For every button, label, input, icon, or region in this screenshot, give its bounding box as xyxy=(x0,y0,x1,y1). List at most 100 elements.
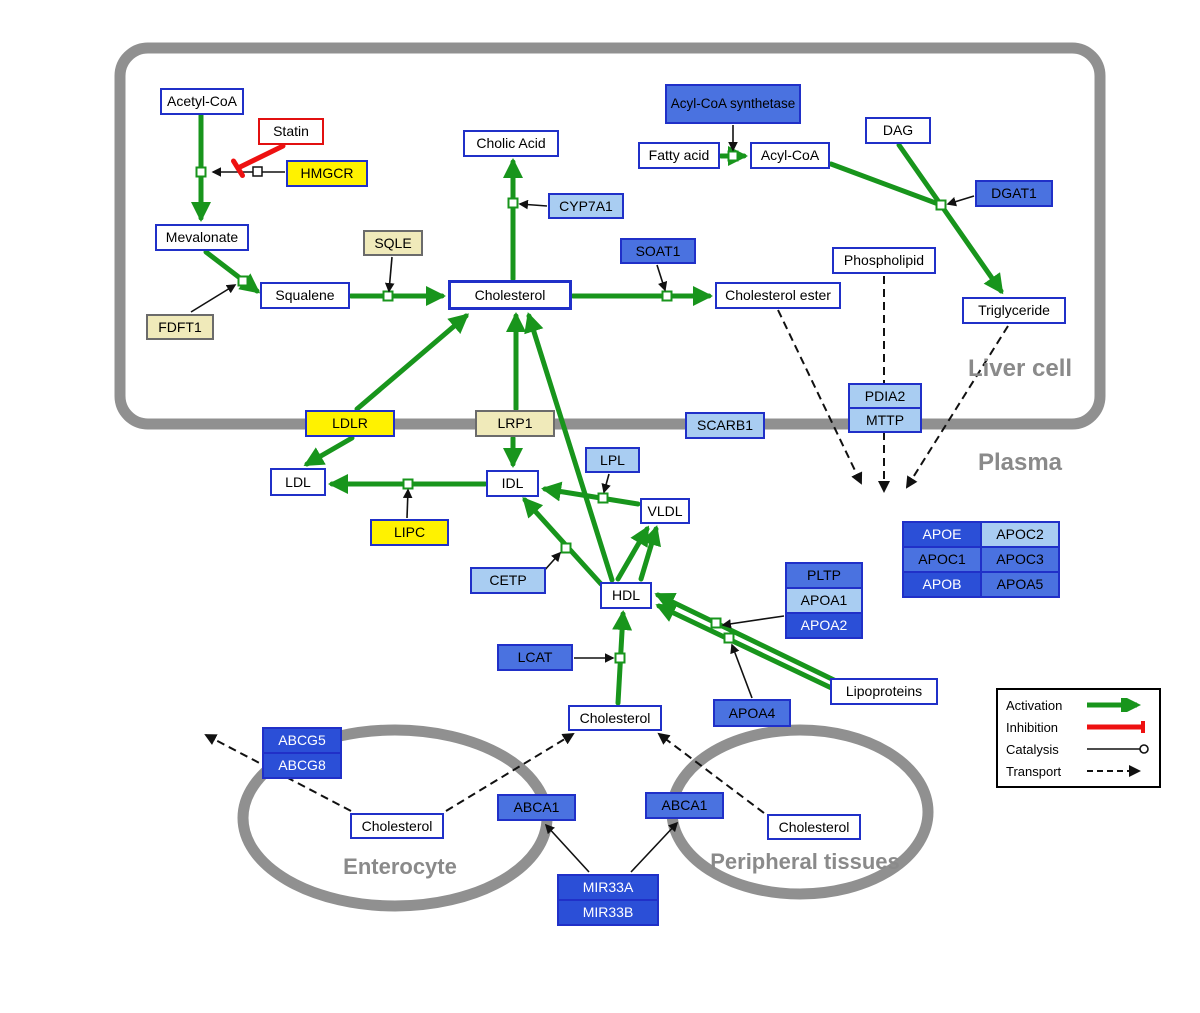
edge-hdl-vldl-1 xyxy=(638,525,661,582)
edge-catalysis-dgat1 xyxy=(946,195,975,207)
edge-catalysis-sqle xyxy=(384,256,395,293)
reaction-node xyxy=(237,275,249,287)
node-cetp[interactable]: CETP xyxy=(470,567,546,594)
reaction-node xyxy=(935,199,947,211)
legend-inhibition-label: Inhibition xyxy=(1006,719,1059,735)
edge-transport-cholesterolester xyxy=(777,309,863,485)
edge-lipoproteins-hdl-1 xyxy=(654,592,839,684)
edge-catalysis-fdft1 xyxy=(190,284,237,313)
node-ldlr[interactable]: LDLR xyxy=(305,410,395,437)
edge-hdl-cholesterol xyxy=(524,312,615,583)
legend-row-catalysis: Catalysis xyxy=(1006,740,1151,758)
node-dgat1[interactable]: DGAT1 xyxy=(975,180,1053,207)
node-apob[interactable]: APOB xyxy=(902,571,982,598)
edge-acylcoa-junction xyxy=(828,161,944,208)
node-cholesterol-enterocyte[interactable]: Cholesterol xyxy=(350,813,444,839)
node-cholesterol-ester[interactable]: Cholesterol ester xyxy=(715,282,841,309)
node-mir33a[interactable]: MIR33A xyxy=(557,874,659,901)
node-abca1-peripheral[interactable]: ABCA1 xyxy=(645,792,724,819)
node-apoa1[interactable]: APOA1 xyxy=(785,587,863,614)
node-apoa5[interactable]: APOA5 xyxy=(980,571,1060,598)
legend-row-activation: Activation xyxy=(1006,696,1151,714)
reaction-node xyxy=(723,632,735,644)
node-acyl-coa-synthetase[interactable]: Acyl-CoA synthetase xyxy=(665,84,801,124)
node-apoc3[interactable]: APOC3 xyxy=(980,546,1060,573)
node-apoe[interactable]: APOE xyxy=(902,521,982,548)
node-lipc[interactable]: LIPC xyxy=(370,519,449,546)
node-pdia2[interactable]: PDIA2 xyxy=(848,383,922,409)
node-apoa2[interactable]: APOA2 xyxy=(785,612,863,639)
edge-mir33-abca1-left xyxy=(544,823,590,873)
node-apoc1[interactable]: APOC1 xyxy=(902,546,982,573)
edge-inhibition-statin xyxy=(235,143,286,171)
node-lipoproteins[interactable]: Lipoproteins xyxy=(830,678,938,705)
edge-transport-triglyceride xyxy=(905,325,1009,489)
node-apoa4[interactable]: APOA4 xyxy=(713,699,791,727)
edge-ldlr-ldl xyxy=(303,435,355,467)
node-fdft1[interactable]: FDFT1 xyxy=(146,314,214,340)
inhibition-symbol xyxy=(1087,721,1145,733)
node-idl[interactable]: IDL xyxy=(486,470,539,497)
edge-mevalonate-squalene xyxy=(203,249,261,294)
node-soat1[interactable]: SOAT1 xyxy=(620,238,696,264)
node-mttp[interactable]: MTTP xyxy=(848,407,922,433)
edge-catalysis-cyp7a1 xyxy=(518,199,548,210)
node-hdl[interactable]: HDL xyxy=(600,582,652,609)
node-cholesterol-plasma[interactable]: Cholesterol xyxy=(568,705,662,731)
activation-symbol xyxy=(1087,698,1141,712)
node-cholesterol-peripheral[interactable]: Cholesterol xyxy=(767,814,861,840)
node-squalene[interactable]: Squalene xyxy=(260,282,350,309)
liver-cell-label: Liver cell xyxy=(967,355,1073,382)
node-vldl[interactable]: VLDL xyxy=(640,498,690,524)
node-lpl[interactable]: LPL xyxy=(585,447,640,473)
reaction-node xyxy=(661,290,673,302)
node-abcg8[interactable]: ABCG8 xyxy=(262,752,342,779)
node-pltp[interactable]: PLTP xyxy=(785,562,863,589)
node-cholic-acid[interactable]: Cholic Acid xyxy=(463,130,559,157)
node-mevalonate[interactable]: Mevalonate xyxy=(155,224,249,251)
reaction-node xyxy=(614,652,626,664)
reaction-node xyxy=(382,290,394,302)
legend-activation-label: Activation xyxy=(1006,697,1063,713)
reaction-node xyxy=(597,492,609,504)
catalysis-node-hmgcr xyxy=(252,166,263,177)
edge-lipoproteins-hdl-2 xyxy=(655,603,845,696)
node-acetyl-coa[interactable]: Acetyl-CoA xyxy=(160,88,244,115)
node-dag[interactable]: DAG xyxy=(865,117,931,144)
node-ldl[interactable]: LDL xyxy=(270,468,326,496)
node-lcat[interactable]: LCAT xyxy=(497,644,573,671)
enterocyte-label: Enterocyte xyxy=(343,854,457,879)
edge-hdl-vldl-2 xyxy=(615,525,650,582)
legend-row-inhibition: Inhibition xyxy=(1006,718,1151,736)
node-cyp7a1[interactable]: CYP7A1 xyxy=(548,193,624,219)
reaction-node xyxy=(727,150,739,162)
edge-hdl-idl-cetp xyxy=(522,497,604,587)
edge-ldlr-cholesterol xyxy=(354,313,470,412)
node-lrp1[interactable]: LRP1 xyxy=(475,410,555,437)
node-scarb1[interactable]: SCARB1 xyxy=(685,412,765,439)
edge-catalysis-lpl xyxy=(601,473,611,494)
node-abca1-enterocyte[interactable]: ABCA1 xyxy=(497,794,576,821)
inhibition-edges xyxy=(231,143,286,178)
node-sqle[interactable]: SQLE xyxy=(363,230,423,256)
node-triglyceride[interactable]: Triglyceride xyxy=(962,297,1066,324)
reaction-node xyxy=(507,197,519,209)
node-statin[interactable]: Statin xyxy=(258,118,324,145)
edge-transport-abca1-peripheral xyxy=(657,732,765,814)
edge-junction-triglyceride xyxy=(938,202,1004,295)
node-fatty-acid[interactable]: Fatty acid xyxy=(638,142,720,169)
reaction-node xyxy=(195,166,207,178)
node-abcg5[interactable]: ABCG5 xyxy=(262,727,342,754)
legend-box: Activation Inhibition Catalysis Transpor… xyxy=(996,688,1161,788)
node-cholesterol-liver[interactable]: Cholesterol xyxy=(448,280,572,310)
reaction-node xyxy=(710,617,722,629)
node-mir33b[interactable]: MIR33B xyxy=(557,899,659,926)
node-hmgcr[interactable]: HMGCR xyxy=(286,160,368,187)
legend-row-transport: Transport xyxy=(1006,762,1151,780)
node-phospholipid[interactable]: Phospholipid xyxy=(832,247,936,274)
edge-catalysis-apoa4 xyxy=(730,643,753,699)
node-apoc2[interactable]: APOC2 xyxy=(980,521,1060,548)
edge-transport-abca1-enterocyte xyxy=(445,732,575,812)
node-acyl-coa-metabolite[interactable]: Acyl-CoA xyxy=(750,142,830,169)
